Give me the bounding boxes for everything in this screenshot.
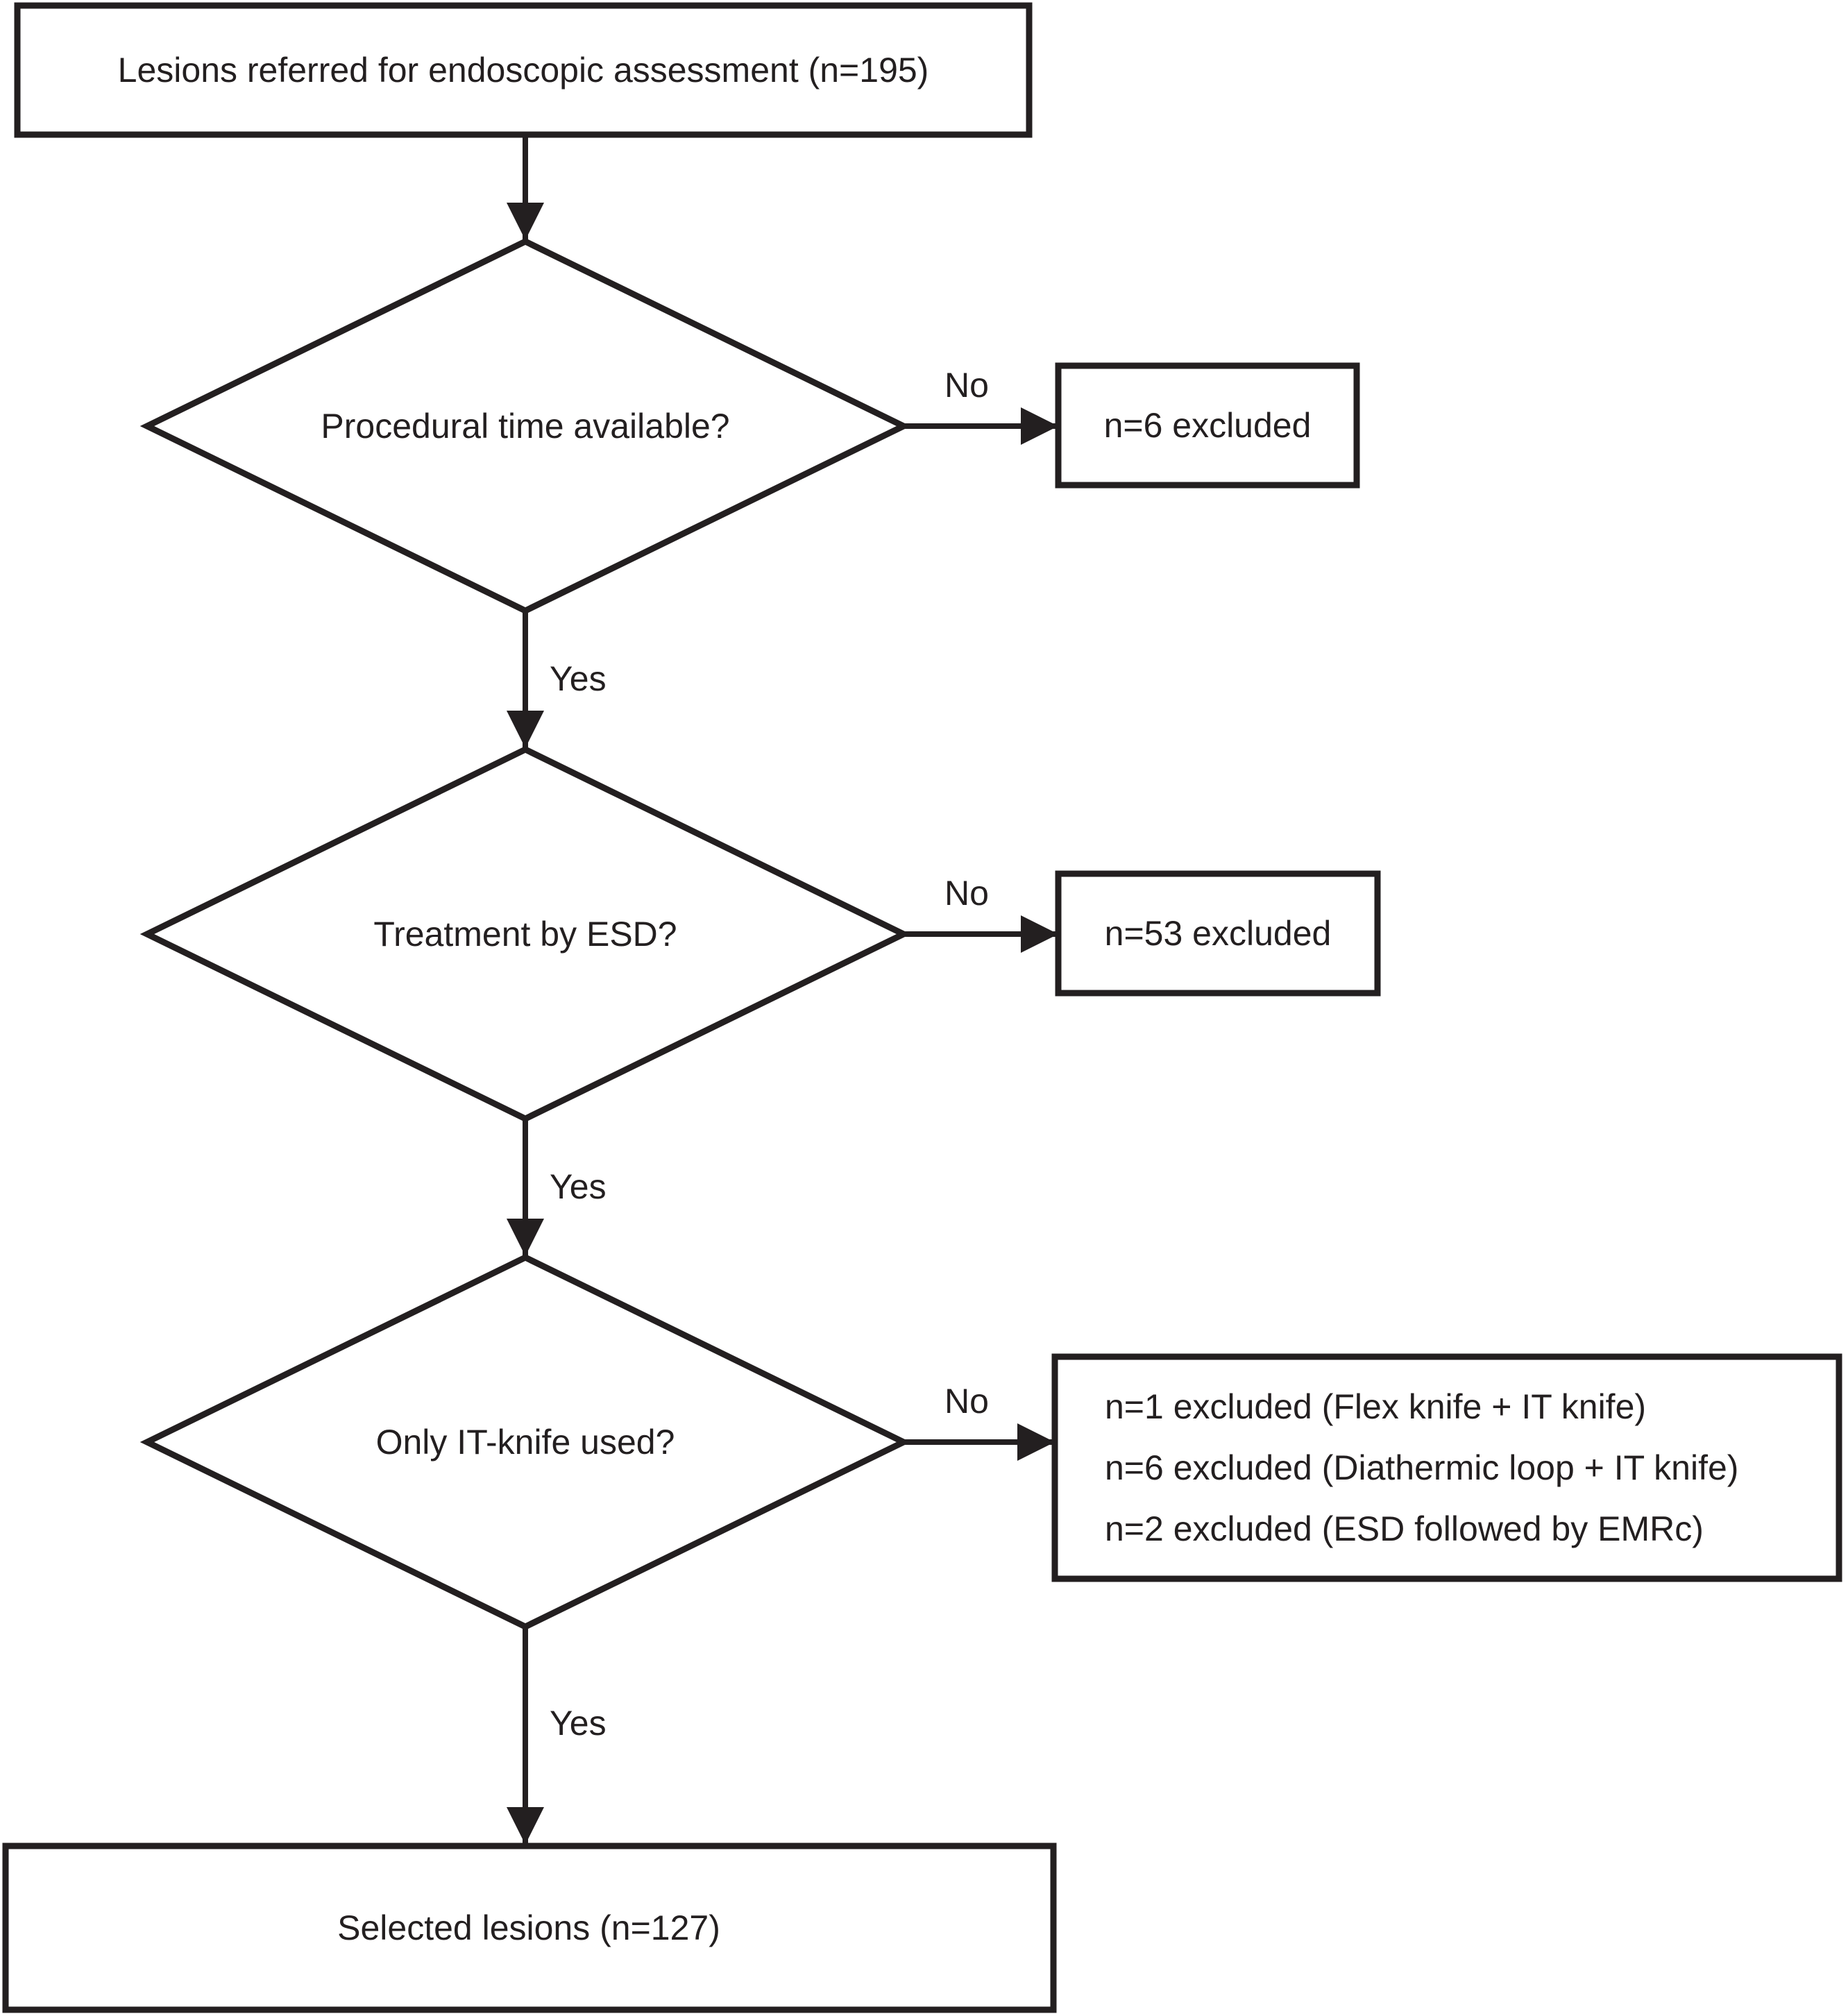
- end-box-label: Selected lesions (n=127): [337, 1908, 720, 1947]
- end-box: [2, 1843, 1057, 2013]
- exclusion-box-3-line-1: n=1 excluded (Flex knife + IT knife): [1105, 1387, 1646, 1426]
- exclusion-box-1-line-1: n=6 excluded: [1104, 406, 1312, 445]
- decision-3-yes-label: Yes: [550, 1704, 607, 1743]
- start-box: [14, 2, 1033, 138]
- decision-2-question: Treatment by ESD?: [373, 915, 677, 954]
- exclusion-box-1: [1055, 362, 1360, 489]
- exclusion-box-3-line-2: n=6 excluded (Diathermic loop + IT knife…: [1105, 1448, 1738, 1487]
- decision-2-no-label: No: [944, 874, 989, 913]
- exclusion-box-3: [1051, 1353, 1842, 1582]
- decision-3-question: Only IT-knife used?: [376, 1423, 675, 1462]
- decision-1-yes-label: Yes: [550, 659, 607, 698]
- exclusion-box-3-line-3: n=2 excluded (ESD followed by EMRc): [1105, 1509, 1704, 1548]
- decision-1-no-label: No: [944, 366, 989, 405]
- decision-2-yes-label: Yes: [550, 1167, 607, 1206]
- exclusion-box-2: [1055, 870, 1381, 997]
- decision-1-question: Procedural time available?: [321, 407, 729, 446]
- exclusion-box-2-line-1: n=53 excluded: [1105, 914, 1332, 953]
- decision-3-no-label: No: [944, 1382, 989, 1421]
- start-box-label: Lesions referred for endoscopic assessme…: [118, 51, 929, 90]
